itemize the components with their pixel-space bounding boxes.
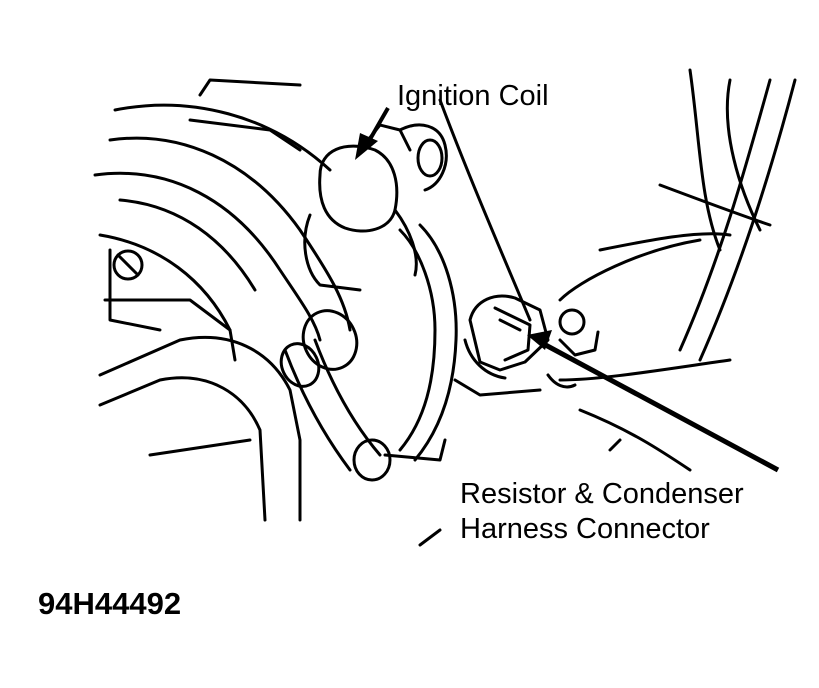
engine-block (98, 78, 302, 522)
ignition-coil-label: Ignition Coil (397, 80, 549, 112)
connector-arrow-head (527, 330, 552, 350)
right-side-structure (418, 68, 797, 547)
harness-connector (463, 294, 600, 389)
coil-high-tension-lead (352, 223, 458, 482)
upper-left-hoses (93, 103, 352, 342)
callout-arrows (355, 107, 780, 473)
lower-hose (279, 309, 382, 472)
connector-label-line2: Harness Connector (460, 513, 710, 545)
ignition-coil (303, 123, 448, 292)
coil-arrow-head (355, 133, 378, 160)
connector-label-line1: Resistor & Condenser (460, 478, 744, 510)
figure-code: 94H44492 (38, 586, 182, 621)
